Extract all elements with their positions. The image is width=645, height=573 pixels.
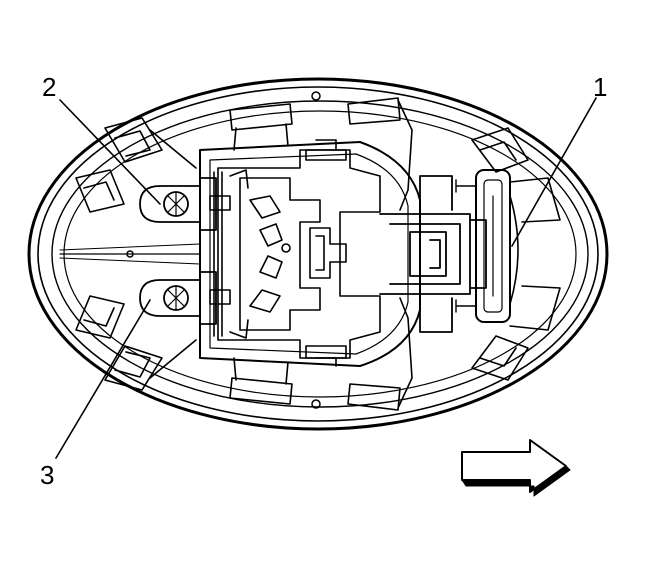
bulb-socket-lower <box>139 271 217 325</box>
retaining-clips-right <box>471 127 561 381</box>
bulb-socket-upper <box>139 177 217 231</box>
callout-label-2: 2 <box>42 72 57 102</box>
switch-assembly <box>213 139 381 367</box>
leader-line-1 <box>511 97 597 247</box>
switch-lens <box>379 175 487 333</box>
callout-leader-lines <box>55 97 597 459</box>
callout-label-3: 3 <box>40 460 55 490</box>
arrow-right-icon <box>461 439 571 497</box>
retaining-clips-left <box>59 117 201 391</box>
pushbutton-end-cap <box>455 169 519 323</box>
leader-line-3 <box>55 299 151 459</box>
housing-outer-shell <box>27 77 609 431</box>
callout-label-1: 1 <box>593 72 608 102</box>
terminal-blocks <box>209 169 249 339</box>
retaining-clips-top-bottom <box>229 97 413 411</box>
leader-line-2 <box>59 99 161 205</box>
